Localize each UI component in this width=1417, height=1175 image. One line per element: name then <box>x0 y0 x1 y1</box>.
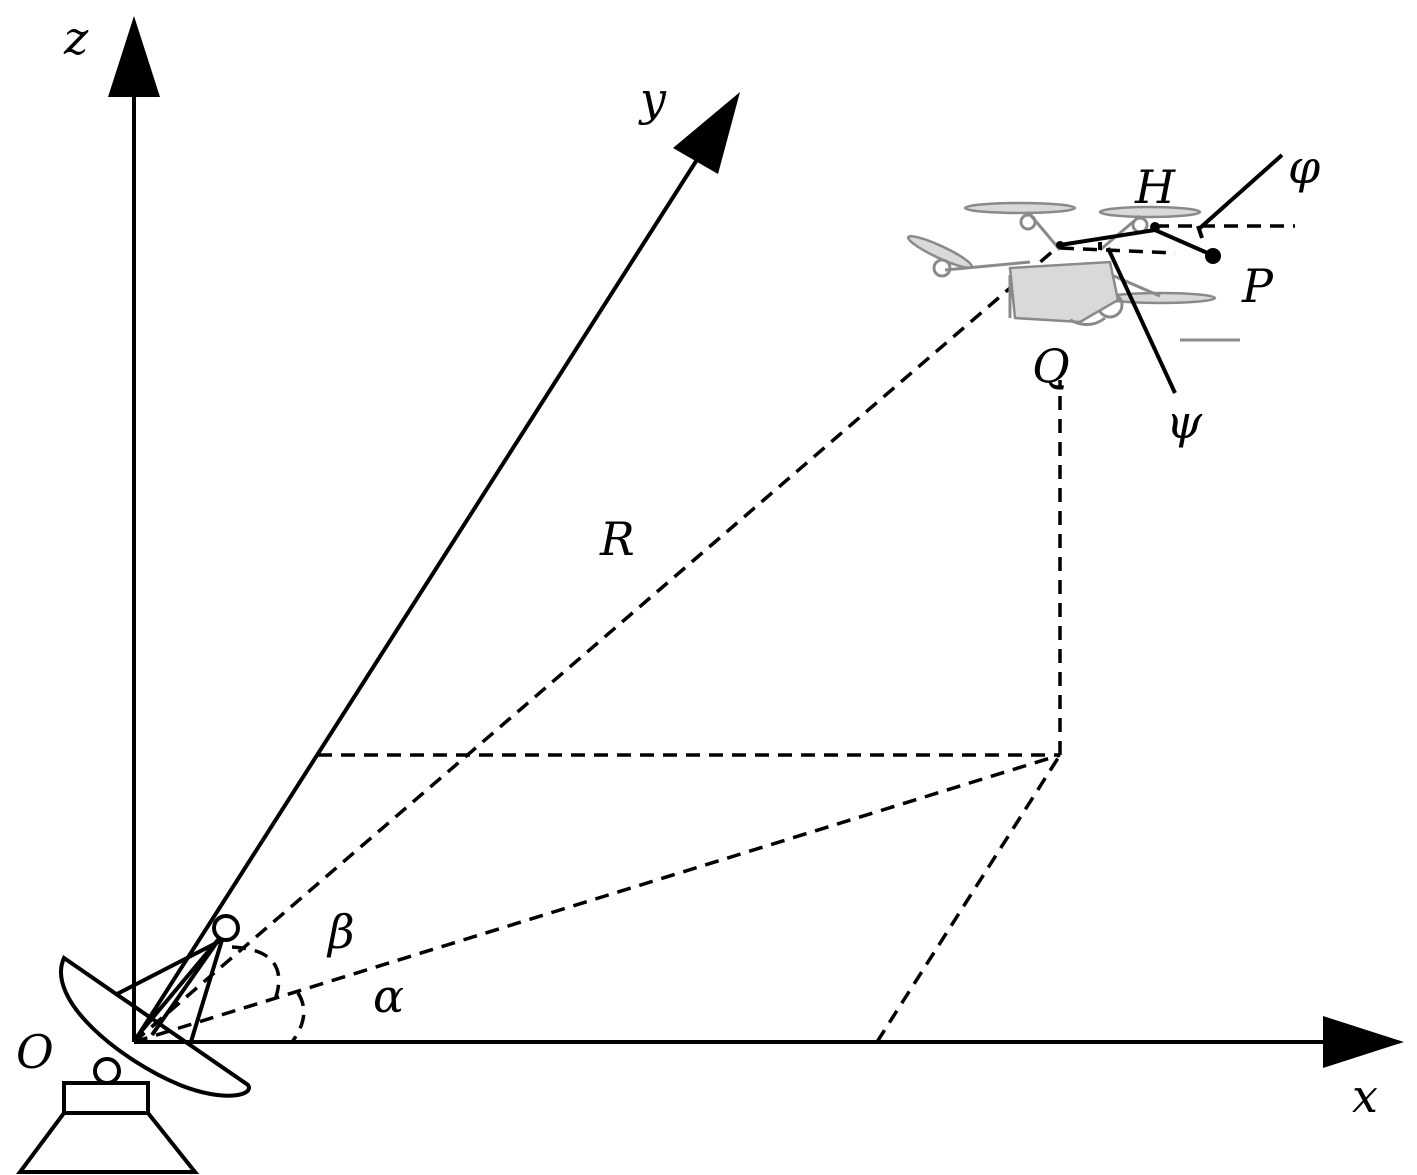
label-x: x <box>1352 1069 1378 1123</box>
drone-icon <box>906 201 1240 342</box>
label-point-q: Q <box>1032 339 1070 393</box>
label-elevation: β <box>326 905 355 959</box>
attitude-vectors <box>1056 153 1295 394</box>
label-azimuth: α <box>373 969 404 1023</box>
label-origin: O <box>16 1025 54 1079</box>
label-angle-phi: φ <box>1288 140 1321 194</box>
x-axis-arrowhead <box>1323 1016 1404 1068</box>
label-angle-psi: ψ <box>1166 395 1203 449</box>
label-y: y <box>638 72 667 126</box>
z-axis <box>108 16 160 1042</box>
projection-line <box>133 753 1061 1044</box>
z-axis-arrowhead <box>108 16 160 97</box>
point-q-marker <box>1056 241 1064 249</box>
label-point-p: P <box>1241 259 1274 313</box>
x-parallel-line <box>875 754 1062 1043</box>
label-z: z <box>63 11 89 65</box>
range-line-r <box>132 243 1062 1044</box>
point-h-marker <box>1150 222 1160 232</box>
y-axis-arrowhead <box>673 92 740 174</box>
radar-antenna-icon <box>16 914 252 1174</box>
label-range: R <box>599 512 635 566</box>
x-axis <box>134 1016 1404 1068</box>
point-p-marker <box>1205 248 1221 264</box>
label-point-h: H <box>1134 160 1176 214</box>
azimuth-angle-arc <box>290 992 306 1044</box>
elevation-angle-arc <box>231 945 281 1001</box>
y-axis <box>132 92 740 1044</box>
